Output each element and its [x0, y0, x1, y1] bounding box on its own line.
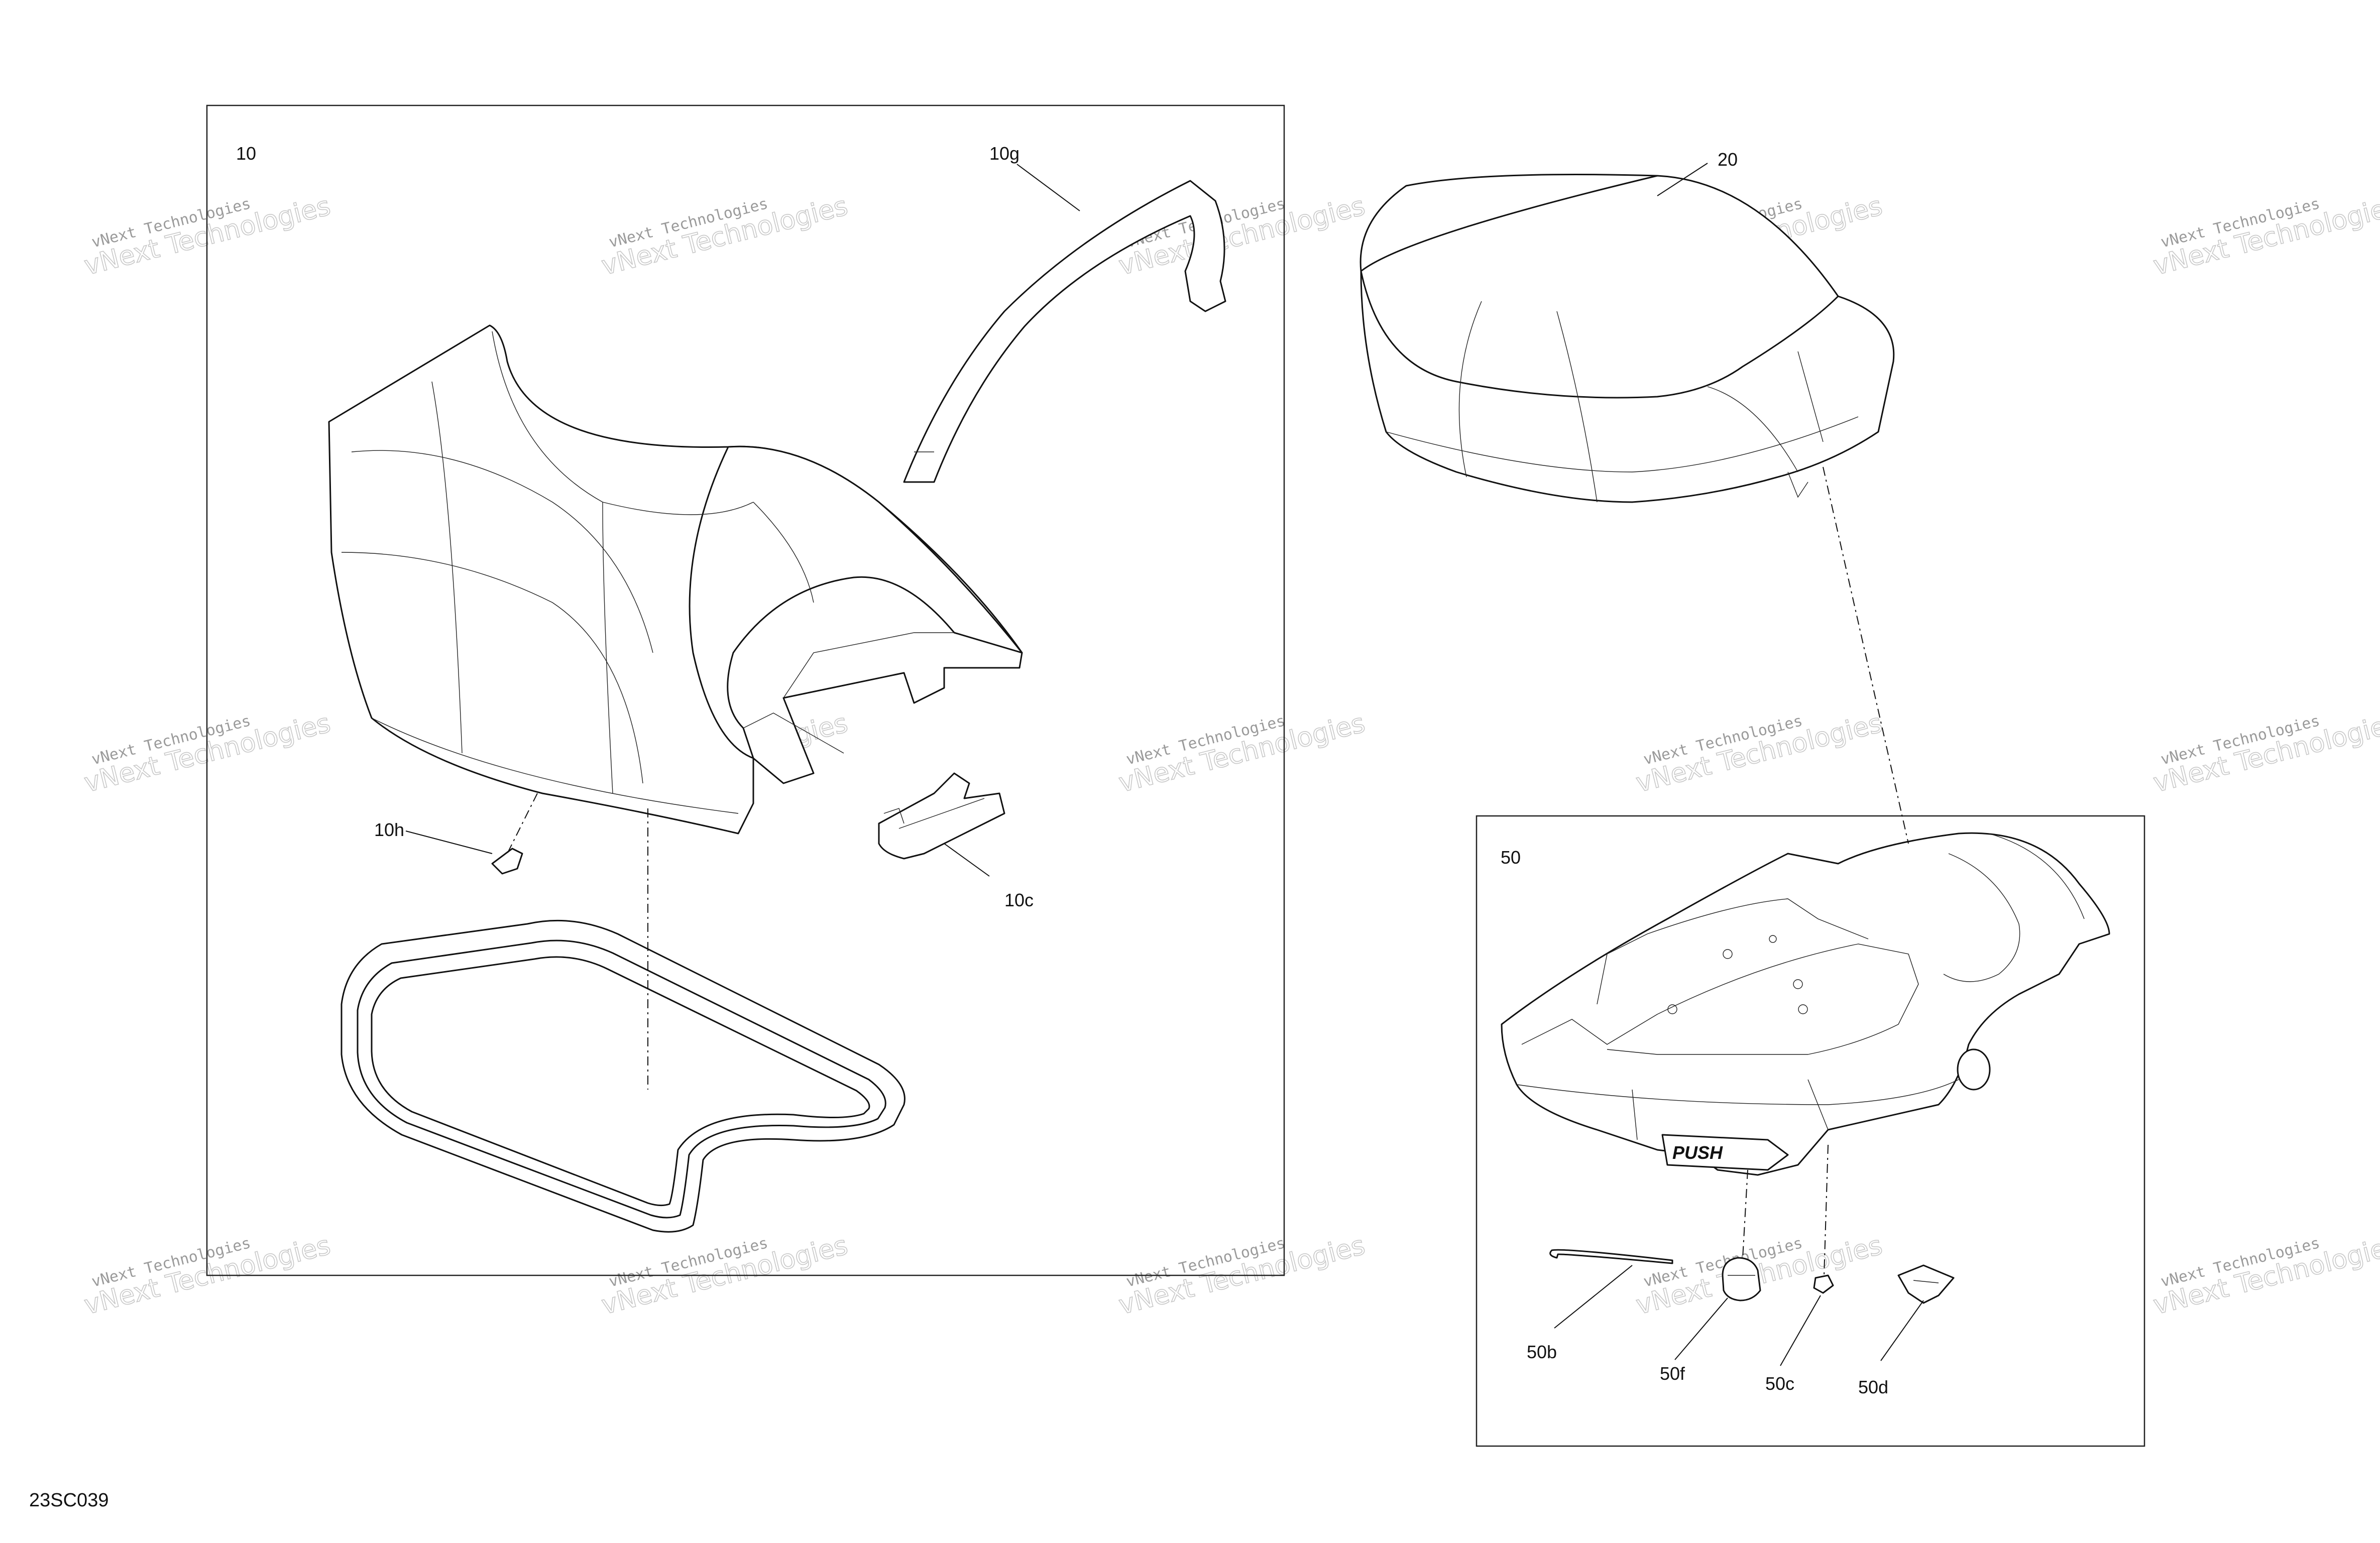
latch-part-10c[interactable]: [878, 772, 1005, 860]
tray-part-50[interactable]: PUSH: [1501, 832, 2110, 1176]
callout-10h[interactable]: 10h: [374, 819, 404, 840]
nut-part-50c[interactable]: [1813, 1274, 1834, 1294]
strap-part-10g[interactable]: [903, 180, 1226, 483]
pin-part-50b[interactable]: [1549, 1249, 1673, 1264]
callout-10g[interactable]: 10g: [989, 143, 1019, 164]
callout-50c[interactable]: 50c: [1765, 1373, 1794, 1394]
seat-gasket[interactable]: [341, 919, 905, 1233]
seat-part-20[interactable]: [1359, 174, 1895, 503]
grommet-part-50f[interactable]: [1722, 1257, 1761, 1301]
bumper-part-50d[interactable]: [1897, 1264, 1955, 1304]
callout-50[interactable]: 50: [1501, 847, 1521, 868]
callout-50d[interactable]: 50d: [1858, 1377, 1888, 1397]
push-badge-text: PUSH: [1672, 1142, 1723, 1163]
group-frame-seat: [206, 104, 1285, 1276]
callout-10c[interactable]: 10c: [1004, 890, 1034, 910]
group-frame-storage-tray: [1476, 815, 2145, 1447]
diagram-id: 23SC039: [29, 1490, 108, 1511]
callout-20[interactable]: 20: [1718, 149, 1738, 170]
clip-part-10h[interactable]: [491, 848, 523, 875]
callout-50b[interactable]: 50b: [1527, 1342, 1557, 1362]
seat-part-10[interactable]: [328, 324, 1023, 835]
callout-labels: 10 10g 20 10h 10c 50 50b 50f 50c 50d: [236, 143, 1888, 1397]
callout-10[interactable]: 10: [236, 143, 256, 164]
assembly-lines: [507, 466, 1909, 1276]
leader-lines: [405, 163, 1924, 1366]
callout-50f[interactable]: 50f: [1660, 1363, 1685, 1384]
